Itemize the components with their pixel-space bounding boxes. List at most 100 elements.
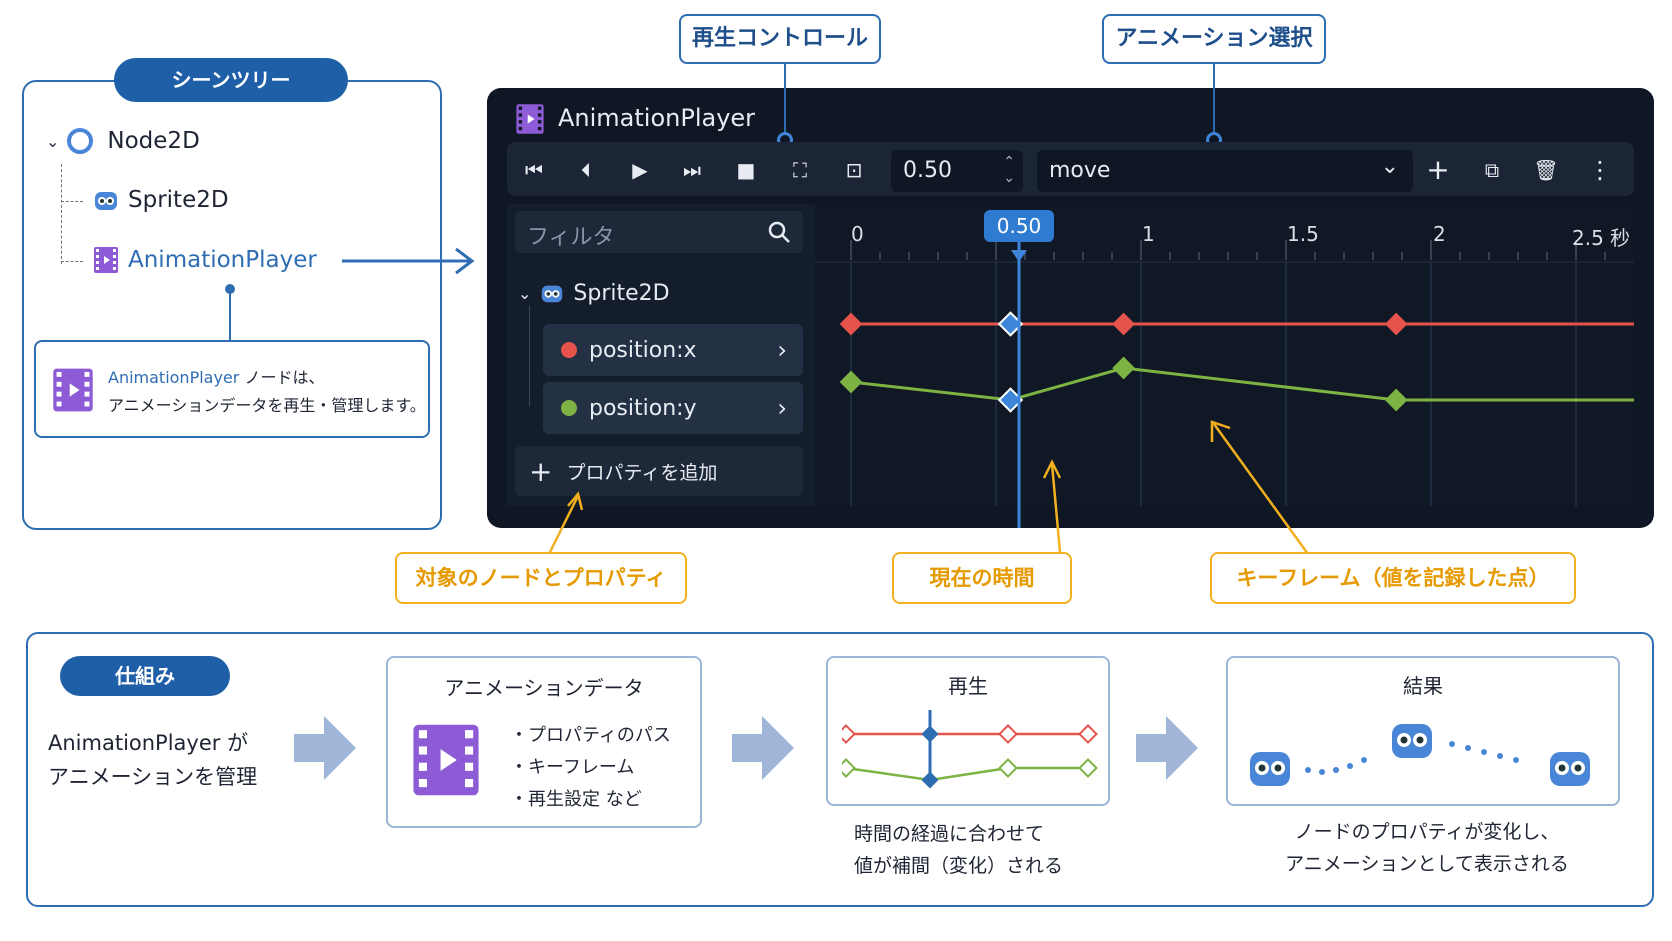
track-color-dot	[561, 400, 577, 416]
playback-title: 再生	[948, 674, 988, 698]
godot-robot-icon	[1250, 752, 1290, 786]
tree-connector	[61, 261, 83, 262]
godot-robot-icon	[542, 285, 563, 303]
mechanism-description: AnimationPlayer が アニメーションを管理	[48, 726, 257, 794]
ruler-label-2: 2	[1433, 222, 1446, 246]
tree-item-label: Sprite2D	[128, 187, 229, 213]
callout-line	[784, 64, 786, 136]
scene-tree-title: シーンツリー	[114, 58, 348, 102]
godot-robot-icon	[1392, 724, 1432, 758]
note-node-name: AnimationPlayer	[108, 368, 240, 387]
delete-icon[interactable]: 🗑	[1533, 158, 1559, 182]
time-value: 0.50	[903, 158, 952, 183]
editor-title: AnimationPlayer	[558, 104, 756, 132]
add-icon: +	[529, 454, 553, 488]
chevron-down-icon: ⌄	[1380, 154, 1399, 179]
tree-item-label: AnimationPlayer	[128, 247, 317, 273]
focus-icon[interactable]: ⊡	[845, 158, 863, 182]
scene-tree-panel	[22, 80, 442, 530]
flow-arrow-icon	[1136, 716, 1198, 780]
film-icon	[53, 368, 93, 412]
flow-arrow-icon	[294, 716, 356, 780]
mechanism-desc-line1: AnimationPlayer が	[48, 731, 249, 755]
track-color-dot	[561, 342, 577, 358]
ruler-label-1: 1	[1142, 222, 1155, 246]
result-title: 結果	[1403, 674, 1443, 698]
track-connector	[529, 306, 530, 406]
tree-item-sprite2d[interactable]: Sprite2D	[92, 186, 229, 214]
keyframe-y	[1384, 388, 1408, 412]
add-property-label: プロパティを追加	[566, 461, 718, 484]
playhead-marker	[1011, 250, 1027, 262]
time-input[interactable]: 0.50 ⌃⌄	[891, 150, 1023, 192]
tree-to-editor-arrow	[342, 247, 475, 275]
ruler-label-2-5: 2.5 秒	[1572, 226, 1631, 250]
stop-icon[interactable]: ■	[736, 158, 756, 182]
keyframe-x	[997, 311, 1024, 337]
callout-current-time: 現在の時間	[892, 552, 1072, 604]
step-back-icon[interactable]: ⏴	[581, 158, 591, 182]
film-icon	[413, 724, 479, 796]
tree-item-node2d[interactable]: ⌄ Node2D	[46, 128, 200, 154]
track-position-y[interactable]: position:y ›	[543, 382, 803, 434]
mechanism-desc-line2: アニメーションを管理	[48, 765, 258, 789]
node2d-icon	[67, 128, 94, 154]
result-caption-line1: ノードのプロパティが変化し、	[1294, 821, 1560, 843]
animation-select[interactable]: move ⌄	[1037, 150, 1413, 192]
data-item-path: ・プロパティのパス	[510, 725, 671, 746]
tree-connector	[61, 164, 62, 264]
filter-placeholder: フィルタ	[527, 225, 615, 250]
animationplayer-note: AnimationPlayer ノードは、 アニメーションデータを再生・管理しま…	[34, 340, 430, 438]
keyframe-x	[1384, 312, 1408, 336]
note-connector	[229, 288, 231, 340]
result-caption-line2: アニメーションとして表示される	[1285, 853, 1569, 875]
track-node-label: Sprite2D	[573, 280, 670, 306]
ruler-ticks	[850, 240, 1606, 260]
callout-animation-select: アニメーション選択	[1102, 14, 1326, 64]
more-icon[interactable]: ⋮	[1588, 156, 1612, 184]
animation-select-value: move	[1049, 158, 1111, 183]
playhead-label[interactable]: 0.50	[984, 210, 1054, 242]
keyframe-y	[997, 387, 1024, 413]
film-icon	[94, 247, 118, 273]
chevron-down-icon: ⌄	[518, 283, 532, 303]
note-dot	[225, 284, 235, 294]
spinner-icon[interactable]: ⌃⌄	[1003, 154, 1015, 186]
playback-box: 再生	[826, 656, 1110, 806]
note-text-1: ノードは、	[239, 368, 325, 387]
mechanism-title: 仕組み	[60, 656, 230, 696]
track-label: position:y	[589, 395, 697, 421]
callout-arrows	[548, 459, 1062, 553]
chevron-right-icon: ›	[777, 336, 787, 364]
add-property-button[interactable]: + プロパティを追加	[515, 446, 803, 496]
chevron-right-icon: ›	[777, 394, 787, 422]
skip-end-icon[interactable]: ⏭	[683, 158, 701, 182]
robot-motion-path	[1250, 724, 1590, 786]
data-item-keyframe: ・キーフレーム	[510, 757, 635, 778]
result-caption: ノードのプロパティが変化し、 アニメーションとして表示される	[1262, 816, 1592, 880]
godot-robot-icon	[1550, 752, 1590, 786]
flow-arrow-icon	[732, 716, 794, 780]
add-icon[interactable]: +	[1426, 153, 1450, 186]
playback-caption: 時間の経過に合わせて 値が補間（変化）される	[854, 818, 1063, 882]
mini-timeline	[842, 710, 1098, 789]
filter-input[interactable]: フィルタ	[515, 211, 803, 253]
skip-start-icon[interactable]: ⏮	[525, 158, 543, 182]
ruler-label-1-5: 1.5	[1287, 222, 1319, 246]
play-icon[interactable]: ▶	[632, 158, 648, 182]
track-label: position:x	[589, 337, 697, 363]
track-position-x[interactable]: position:x ›	[543, 324, 803, 376]
data-item-settings: ・再生設定 など	[510, 789, 642, 810]
callout-keyframe: キーフレーム（値を記録した点）	[1210, 552, 1576, 604]
duplicate-icon[interactable]: ⧉	[1484, 158, 1500, 182]
callout-target: 対象のノードとプロパティ	[395, 552, 687, 604]
track-node-sprite2d[interactable]: ⌄ Sprite2D	[518, 280, 670, 306]
tree-item-animationplayer[interactable]: AnimationPlayer	[92, 245, 317, 275]
loop-selection-icon[interactable]: ⛶	[793, 158, 807, 182]
callout-line	[1213, 64, 1215, 136]
result-box: 結果	[1226, 656, 1620, 806]
mechanism-panel	[26, 632, 1654, 907]
ruler-label-0: 0	[851, 222, 864, 246]
note-text-2: アニメーションデータを再生・管理します。	[108, 396, 426, 415]
callout-arrow-keyframe	[1210, 420, 1310, 555]
